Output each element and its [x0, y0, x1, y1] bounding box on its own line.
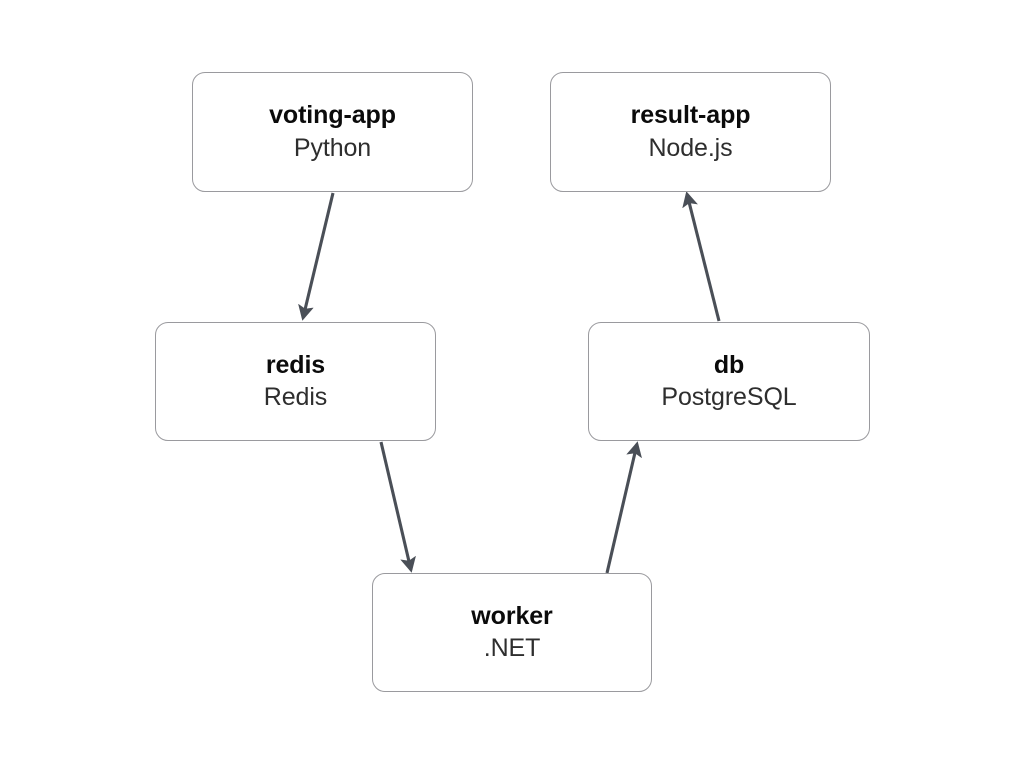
node-redis[interactable]: redis Redis	[155, 322, 436, 441]
edge-db-to-result-app	[682, 191, 721, 322]
node-title-db: db	[713, 350, 745, 379]
node-voting-app[interactable]: voting-app Python	[192, 72, 473, 192]
edge-redis-to-worker	[379, 441, 416, 573]
node-db[interactable]: db PostgreSQL	[588, 322, 870, 441]
node-subtitle-redis: Redis	[263, 383, 328, 412]
node-worker[interactable]: worker .NET	[372, 573, 652, 692]
node-title-voting-app: voting-app	[269, 101, 396, 130]
node-subtitle-voting-app: Python	[293, 133, 372, 162]
node-title-result-app: result-app	[630, 101, 751, 130]
node-result-app[interactable]: result-app Node.js	[550, 72, 831, 192]
node-subtitle-db: PostgreSQL	[661, 383, 797, 412]
edge-voting-app-to-redis	[298, 192, 335, 321]
node-title-redis: redis	[265, 350, 326, 379]
node-title-worker: worker	[471, 601, 553, 630]
node-subtitle-result-app: Node.js	[648, 133, 733, 162]
edge-worker-to-db	[605, 441, 642, 574]
node-subtitle-worker: .NET	[483, 634, 541, 663]
